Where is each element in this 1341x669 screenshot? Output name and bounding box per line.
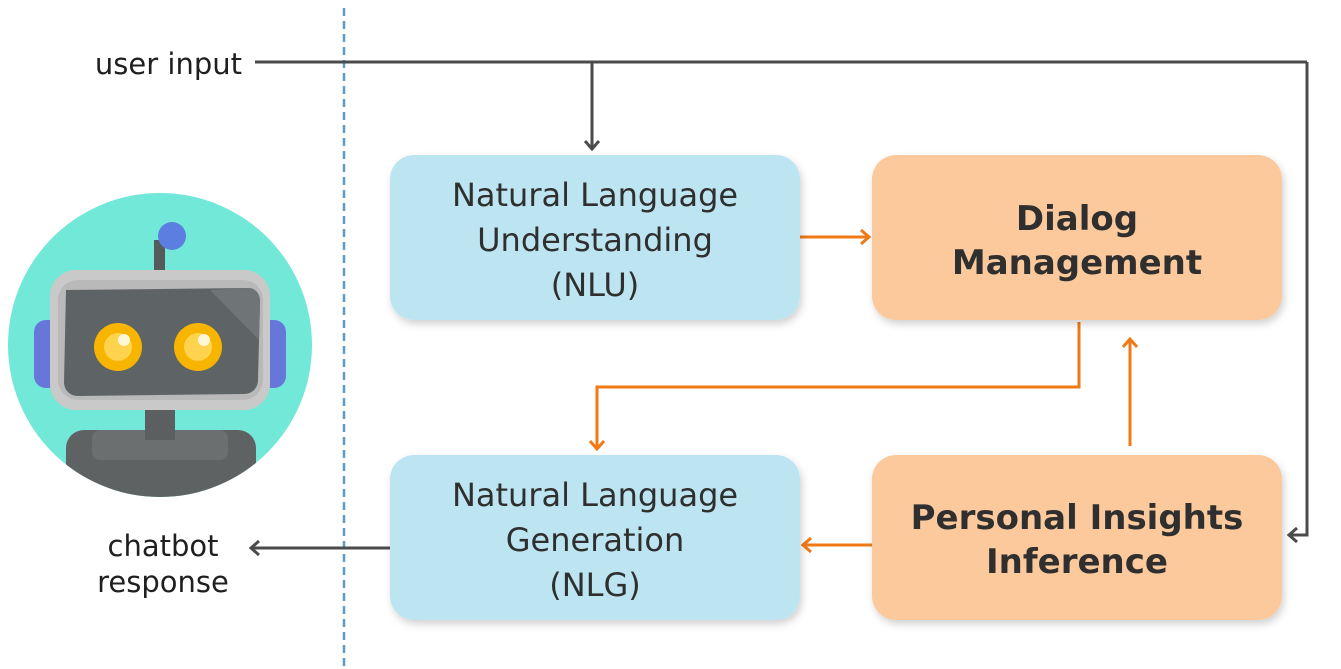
nlg-title-line2: Generation [506,521,685,559]
nlu-title-line1: Natural Language [452,176,738,214]
personal-insights-box [872,455,1282,620]
user-input-label: user input [95,47,242,81]
user-input-to-insights-arrow [1290,62,1309,535]
chatbot-response-label-line2: response [97,565,229,599]
dialog-title-line1: Dialog [1016,199,1138,239]
insights-title-line1: Personal Insights [911,498,1244,538]
dialog-to-nlg-arrow [597,322,1081,448]
dialog-management-box [872,155,1282,320]
dialog-title-line2: Management [952,243,1202,283]
robot-avatar-icon [8,193,312,497]
nlu-box [390,155,800,320]
nlg-title-line1: Natural Language [452,476,738,514]
nlg-box [390,455,800,620]
nlu-title-line3: (NLU) [551,266,640,304]
nlu-title-line2: Understanding [477,221,713,259]
insights-title-line2: Inference [986,542,1168,582]
chatbot-response-label-line1: chatbot [108,529,219,563]
nlg-title-line3: (NLG) [549,566,641,604]
